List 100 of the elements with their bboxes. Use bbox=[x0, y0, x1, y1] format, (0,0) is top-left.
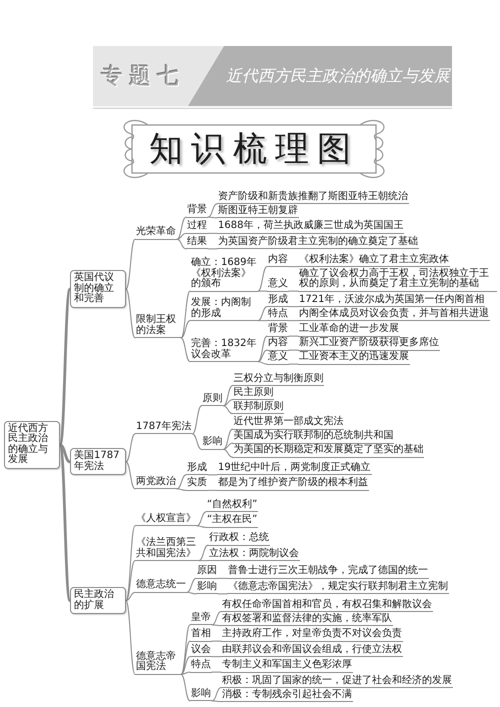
connector-line bbox=[212, 624, 222, 626]
connector-line bbox=[222, 428, 233, 450]
connector-line bbox=[126, 525, 136, 602]
connector-line bbox=[208, 248, 218, 250]
connector-line bbox=[222, 442, 233, 450]
connector-line bbox=[198, 560, 208, 562]
connector-line bbox=[180, 672, 190, 675]
connector-line bbox=[126, 592, 136, 602]
subtopic-label: 议会 bbox=[190, 644, 212, 658]
detail-text: “自然权利” bbox=[206, 500, 258, 512]
connector-line bbox=[196, 525, 206, 528]
subtopic-label: 内容 bbox=[267, 254, 289, 268]
detail-text: 1688年，荷兰执政威廉三世成为英国国王 bbox=[217, 221, 404, 234]
detail-text: 资产阶级和新贵族推翻了斯图亚特王朝统治 bbox=[217, 192, 409, 204]
detail-text: 立法权：两院制议会 bbox=[208, 548, 300, 562]
connector-line bbox=[180, 337, 190, 362]
connector-line bbox=[180, 640, 190, 675]
connector-line bbox=[222, 448, 233, 458]
subtopic-label: 光荣革命 bbox=[135, 227, 177, 240]
connector-line bbox=[218, 593, 228, 594]
connector-line bbox=[212, 656, 222, 658]
connector-line bbox=[288, 350, 298, 351]
header-banner bbox=[188, 46, 452, 106]
main-topic-box: 美国1787年宪法 bbox=[70, 448, 126, 476]
detail-text: 1721年，沃波尔成为英国第一任内阁首相 bbox=[298, 294, 486, 308]
connector-line bbox=[58, 288, 72, 446]
main-topic-box: 民主政治的扩展 bbox=[70, 587, 126, 614]
subtopic-label: 形成 bbox=[267, 294, 289, 308]
subtopic-label: 皇帝 bbox=[190, 612, 212, 626]
connector-line bbox=[288, 306, 298, 308]
connector-line bbox=[180, 624, 190, 675]
connector-line bbox=[212, 611, 222, 626]
connector-line bbox=[288, 364, 298, 365]
connector-line bbox=[126, 433, 136, 462]
detail-text: 积极：巩固了国家的统一，促进了社会和经济的发展 bbox=[221, 676, 453, 688]
connector-line bbox=[198, 544, 208, 562]
connector-line bbox=[180, 290, 190, 338]
subtopic-label: 背景 bbox=[267, 324, 289, 337]
connector-line bbox=[222, 399, 233, 406]
central-topic-box: 近代西方民主政治的确立与发展 bbox=[4, 420, 60, 469]
detail-text: 为美国的长期稳定和发展奠定了坚实的基础 bbox=[232, 445, 424, 458]
detail-text: 《权利法案》确立了君主立宪政体 bbox=[298, 254, 450, 268]
detail-text: 工业革命的进一步发展 bbox=[298, 324, 400, 337]
detail-text: 为英国资产阶级君主立宪制的确立奠定了基础 bbox=[217, 236, 419, 250]
connector-line bbox=[176, 488, 186, 491]
detail-text: “主权在民” bbox=[206, 515, 258, 528]
connector-line bbox=[212, 687, 222, 702]
connector-line bbox=[126, 288, 136, 338]
detail-text: 《德意志帝国宪法》，规定实行联邦制君主立宪制 bbox=[227, 582, 449, 594]
detail-text: 19世纪中叶后，两党制度正式确立 bbox=[217, 462, 372, 476]
connector-line bbox=[176, 216, 186, 240]
subtopic-label: 影响 bbox=[201, 437, 224, 450]
subtopic-label: 过程 bbox=[186, 221, 208, 234]
connector-line bbox=[258, 266, 268, 292]
connector-line bbox=[258, 306, 268, 322]
connector-line bbox=[196, 511, 206, 526]
subtopic-label: 德意志帝国宪法 bbox=[135, 652, 181, 675]
detail-text: 内阁全体成员对议会负责，并与首相共进退 bbox=[298, 308, 490, 322]
chapter-title: 近代西方民主政治的确立与发展 bbox=[226, 66, 450, 86]
subtopic-label: 发展：内阁制的形成 bbox=[190, 298, 258, 322]
subtopic-label: 背景 bbox=[186, 205, 208, 218]
detail-text: 确立了议会权力高于王权，司法权独立于王权的原则，从而奠定了君主立宪制的基础 bbox=[298, 268, 497, 292]
subtopic-label: 限制王权的法案 bbox=[135, 315, 181, 338]
detail-text: 普鲁士进行三次王朝战争，完成了德国的统一 bbox=[227, 566, 429, 579]
detail-text: 工业资本主义的迅速发展 bbox=[298, 352, 410, 365]
detail-text: 三权分立与制衡原则 bbox=[232, 374, 324, 386]
detail-text: 美国成为实行联邦制的总统制共和国 bbox=[232, 431, 394, 444]
subtopic-label: 确立：1689年《权利法案》的颁布 bbox=[190, 258, 258, 292]
subtopic-label: 特点 bbox=[190, 660, 212, 673]
connector-line bbox=[208, 474, 218, 476]
subtopic-label: 实质 bbox=[186, 478, 208, 491]
connector-line bbox=[218, 578, 228, 579]
subtopic-label: 意义 bbox=[267, 279, 289, 292]
connector-line bbox=[176, 232, 186, 240]
detail-text: 民主原则 bbox=[232, 388, 274, 400]
detail-text: 主持政府工作，对皇帝负责不对议会负责 bbox=[221, 629, 403, 642]
connector-line bbox=[208, 490, 218, 491]
subtopic-label: 特点 bbox=[267, 308, 289, 322]
detail-text: 消极：专制残余引起社会不满 bbox=[221, 690, 353, 702]
connector-line bbox=[208, 232, 218, 234]
connector-line bbox=[288, 290, 298, 292]
connector-line bbox=[192, 405, 202, 434]
connector-line bbox=[126, 238, 136, 290]
connector-line bbox=[126, 600, 136, 675]
connector-line bbox=[258, 290, 268, 292]
detail-text: 近代世界第一部成文宪法 bbox=[232, 417, 344, 430]
connector-line bbox=[208, 203, 218, 218]
subtopic-label: 首相 bbox=[190, 629, 212, 642]
connector-line bbox=[192, 433, 202, 450]
main-topic-box: 英国代议制的确立和完善 bbox=[70, 270, 126, 308]
detail-text: 有权签署和监督法律的实施，统率军队 bbox=[221, 614, 393, 626]
subtopic-label: 意义 bbox=[267, 352, 289, 365]
connector-line bbox=[258, 320, 268, 322]
connector-line bbox=[212, 672, 222, 673]
connector-line bbox=[176, 474, 186, 490]
subtopic-label: 形成 bbox=[186, 462, 208, 476]
detail-text: 行政权：总统 bbox=[208, 533, 270, 546]
subtopic-label: 影响 bbox=[196, 582, 218, 594]
subtopic-label: 《法兰西第三共和国宪法》 bbox=[135, 538, 199, 562]
connector-line bbox=[180, 320, 190, 338]
